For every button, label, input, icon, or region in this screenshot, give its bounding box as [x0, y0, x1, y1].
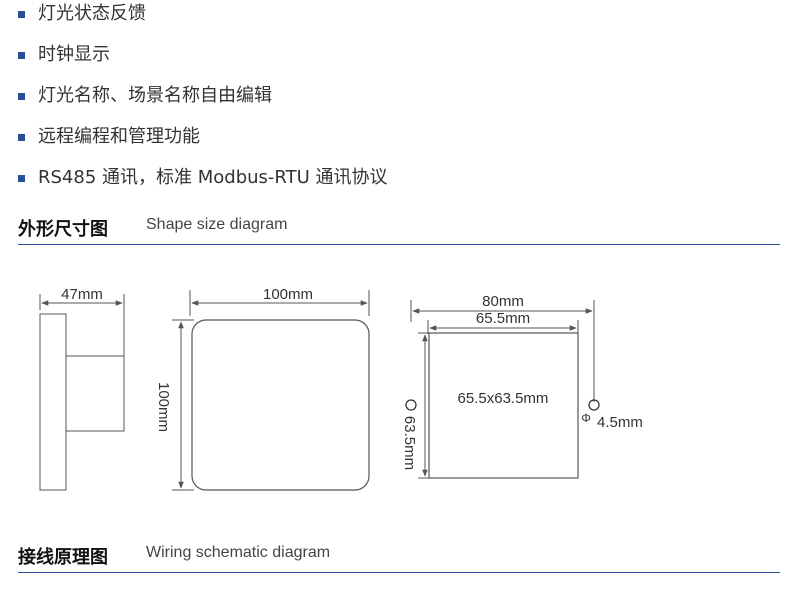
dim-label-47mm: 47mm	[61, 286, 103, 303]
shape-size-section-header: 外形尺寸图 Shape size diagram	[18, 212, 780, 245]
feature-text: 远程编程和管理功能	[38, 126, 200, 147]
bullet-square-icon	[18, 11, 25, 18]
dim-label-63-5mm: 63.5mm	[401, 416, 418, 470]
dim-label-80mm: 80mm	[482, 293, 524, 310]
bullet-square-icon	[18, 134, 25, 141]
section-title-zh: 外形尺寸图	[18, 219, 108, 240]
panel-body-outline	[65, 355, 125, 432]
bullet-square-icon	[18, 52, 25, 59]
feature-text: 时钟显示	[38, 44, 110, 65]
side-view: 47mm	[39, 286, 125, 491]
phi-symbol: Φ	[581, 411, 591, 425]
panel-face-outline	[39, 313, 67, 491]
section-title-en: Shape size diagram	[146, 216, 288, 233]
section-title-zh: 接线原理图	[18, 547, 108, 568]
dim-label-hole-4-5mm: 4.5mm	[597, 414, 643, 431]
section-title-en: Wiring schematic diagram	[146, 544, 331, 561]
mounting-hole-left	[405, 399, 417, 411]
feature-text: 灯光状态反馈	[38, 3, 146, 24]
shape-size-diagram: 47mm 100mm 100mm 80mm 65.5mm 63.5mm 65.5…	[39, 286, 643, 491]
cutout-view: 80mm 65.5mm 63.5mm 65.5x63.5mm Φ 4.5mm	[401, 293, 643, 479]
mounting-hole-right	[588, 399, 600, 411]
feature-text: 灯光名称、场景名称自由编辑	[38, 85, 272, 106]
bullet-square-icon	[18, 175, 25, 182]
cutout-area-label: 65.5x63.5mm	[458, 390, 549, 407]
cutout-outline	[428, 332, 579, 479]
feature-text: RS485 通讯，标准 Modbus-RTU 通讯协议	[38, 167, 388, 188]
bullet-square-icon	[18, 93, 25, 100]
front-view: 100mm 100mm	[155, 286, 370, 491]
dim-label-100mm-width: 100mm	[263, 286, 313, 303]
wiring-section-header: 接线原理图 Wiring schematic diagram	[18, 540, 780, 573]
panel-front-outline	[191, 319, 370, 491]
dim-label-100mm-height: 100mm	[155, 382, 172, 432]
dim-label-65-5mm: 65.5mm	[476, 310, 530, 327]
